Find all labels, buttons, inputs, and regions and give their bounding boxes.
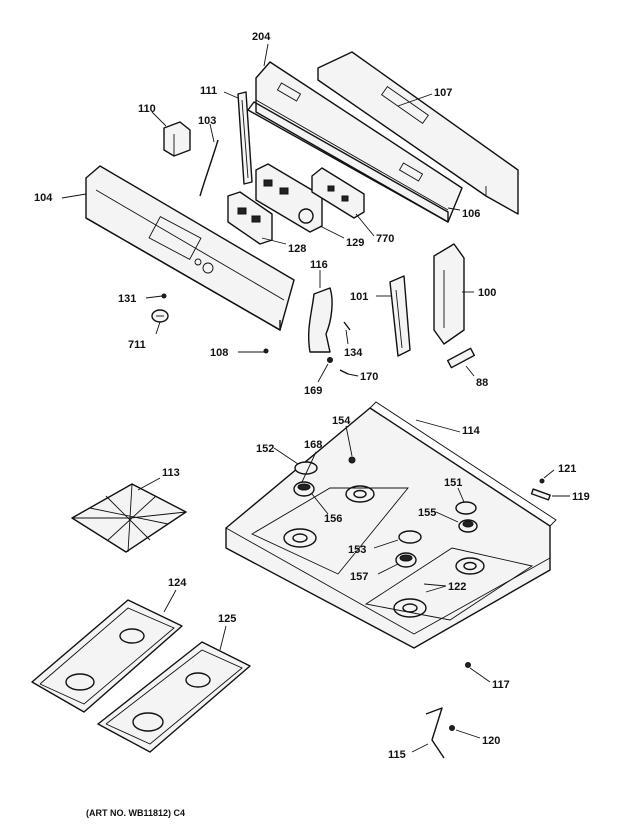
- part-115-rod: [425, 707, 445, 759]
- label-770: 770: [376, 233, 394, 245]
- label-107: 107: [434, 87, 452, 99]
- label-204: 204: [252, 31, 271, 43]
- label-120: 120: [482, 735, 500, 747]
- label-122: 122: [448, 581, 466, 593]
- label-88: 88: [476, 377, 488, 389]
- label-104: 104: [34, 192, 53, 204]
- part-125-drip-tray: [97, 641, 251, 753]
- art-number-caption: (ART NO. WB11812) C4: [86, 808, 186, 818]
- label-128: 128: [288, 243, 306, 255]
- label-157: 157: [350, 571, 368, 583]
- label-151: 151: [444, 477, 462, 489]
- part-labels: 204 107 111 110 103 104 106 128 129 770 …: [34, 31, 590, 761]
- label-121: 121: [558, 463, 576, 475]
- part-111-bracket: [237, 91, 253, 185]
- label-170: 170: [360, 371, 378, 383]
- burner-caps-and-heads: [293, 456, 478, 568]
- label-116: 116: [310, 259, 328, 271]
- label-131: 131: [118, 293, 136, 305]
- part-124-drip-tray: [31, 599, 183, 713]
- part-770-circuit-board: [311, 167, 365, 219]
- part-100-side-bracket: [433, 243, 465, 345]
- label-153: 153: [348, 544, 366, 556]
- part-106-backguard-panel: [247, 61, 463, 223]
- label-169: 169: [304, 385, 322, 397]
- part-104-control-panel: [85, 165, 295, 331]
- label-152: 152: [256, 443, 274, 455]
- part-711-knob: [151, 309, 169, 323]
- leader-lines: [61, 43, 570, 753]
- label-110: 110: [138, 103, 156, 115]
- label-125: 125: [218, 613, 236, 625]
- label-154: 154: [332, 415, 351, 427]
- part-119-spark-electrode: [530, 488, 551, 501]
- label-119: 119: [572, 491, 590, 503]
- part-114-cooktop: [225, 401, 557, 649]
- part-116-side-trim: [307, 287, 333, 353]
- part-129-control-board: [255, 163, 323, 233]
- label-168: 168: [304, 439, 322, 451]
- label-106: 106: [462, 208, 480, 220]
- part-88-clip: [446, 347, 476, 369]
- label-101: 101: [350, 291, 368, 303]
- label-111: 111: [200, 85, 217, 97]
- label-155: 155: [418, 507, 436, 519]
- label-124: 124: [168, 577, 187, 589]
- label-103: 103: [198, 115, 216, 127]
- part-101-bracket: [389, 275, 411, 357]
- part-128-clock-board: [227, 191, 273, 245]
- label-114: 114: [462, 425, 481, 437]
- label-100: 100: [478, 287, 496, 299]
- part-110-switch: [163, 121, 191, 157]
- label-134: 134: [344, 347, 363, 359]
- label-129: 129: [346, 237, 364, 249]
- part-107-vent-trim: [317, 51, 519, 215]
- label-117: 117: [492, 679, 510, 691]
- label-108: 108: [210, 347, 228, 359]
- small-fasteners: [161, 293, 545, 731]
- label-711: 711: [128, 339, 146, 351]
- part-113-grate: [71, 483, 187, 553]
- label-115: 115: [388, 749, 406, 761]
- label-156: 156: [324, 513, 342, 525]
- label-113: 113: [162, 467, 180, 479]
- part-103-wire-harness: [199, 139, 219, 197]
